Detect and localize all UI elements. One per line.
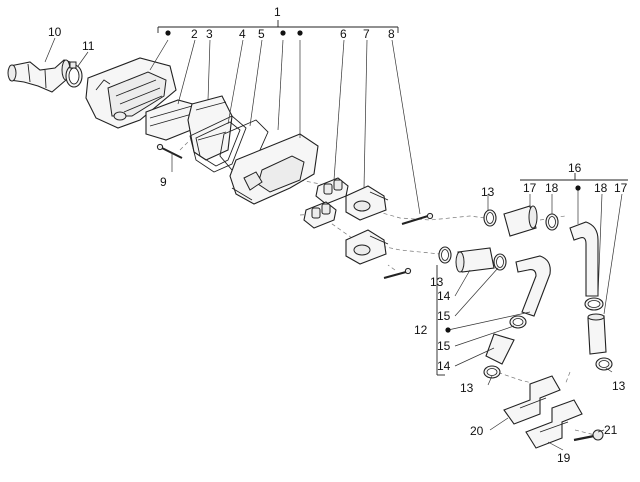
dot-16 — [575, 185, 581, 191]
dot-1c — [297, 30, 303, 36]
part-13-clamp-lower — [483, 365, 501, 379]
part-9-screw — [156, 143, 183, 159]
dot-12 — [445, 327, 451, 333]
part-8-screw-upper — [401, 212, 434, 225]
part-19-mounting-bracket — [525, 399, 583, 449]
part-17-sleeve-upper — [503, 205, 538, 237]
callout-10: 10 — [48, 25, 62, 39]
part-6-reed-valve-upper — [315, 177, 349, 205]
callout-14-upper: 14 — [437, 289, 451, 303]
part-10-intake-elbow — [7, 59, 71, 93]
callout-8: 8 — [388, 27, 395, 41]
callout-16: 16 — [568, 161, 582, 175]
callout-11: 11 — [82, 39, 95, 53]
curved-hose-middle — [515, 255, 551, 317]
callout-3: 3 — [206, 27, 213, 41]
part-15-clamp-upper — [493, 253, 507, 271]
part-11-hose-clamp — [65, 61, 83, 88]
callout-numbers: 1 2 3 4 5 6 7 8 9 10 11 12 13 13 13 13 1… — [48, 5, 628, 465]
part-14-sleeve-upper — [455, 247, 495, 273]
callout-17-left: 17 — [523, 181, 537, 195]
part-13-clamp-middle — [438, 246, 452, 264]
part-13-clamp-upper — [483, 209, 497, 227]
callout-6: 6 — [340, 27, 347, 41]
dot-1a — [165, 30, 171, 36]
callout-19: 19 — [557, 451, 571, 465]
bracket-group-12 — [436, 265, 445, 376]
part-13-clamp-right — [595, 357, 613, 371]
callout-5: 5 — [258, 27, 265, 41]
part-18-clamp-upper — [545, 213, 559, 231]
callout-13-middle: 13 — [430, 275, 444, 289]
part-18-clamp-right — [584, 297, 604, 311]
curved-hose-right — [569, 221, 599, 297]
callout-12: 12 — [414, 323, 428, 337]
callout-dots — [165, 30, 581, 333]
part-17-sleeve-right — [587, 313, 607, 355]
callout-20: 20 — [470, 424, 484, 438]
part-7-manifold-upper — [345, 185, 389, 221]
callout-13-lower: 13 — [460, 381, 474, 395]
callout-17-right: 17 — [614, 181, 628, 195]
air-box-housing — [85, 57, 177, 129]
part-21-bolt — [573, 429, 604, 442]
dot-1b — [280, 30, 286, 36]
callout-21: 21 — [604, 423, 618, 437]
callout-14-lower: 14 — [437, 359, 451, 373]
callout-18-right: 18 — [594, 181, 608, 195]
part-20-mounting-bracket — [503, 375, 561, 425]
callout-1: 1 — [274, 5, 281, 19]
part-4-gasket — [189, 115, 247, 173]
callout-4: 4 — [239, 27, 246, 41]
callout-7: 7 — [363, 27, 370, 41]
part-filter-cartridge — [187, 95, 233, 161]
part-8-screw-lower — [383, 267, 412, 279]
callout-15-upper: 15 — [437, 309, 451, 323]
callout-9: 9 — [160, 175, 167, 189]
part-7-manifold-lower — [345, 229, 389, 265]
leader-lines — [44, 37, 623, 451]
callout-13-right: 13 — [612, 379, 626, 393]
part-15-clamp-lower — [509, 315, 527, 329]
callout-2: 2 — [191, 27, 198, 41]
bracket-group-16 — [520, 173, 628, 181]
callout-18-left: 18 — [545, 181, 559, 195]
part-6-reed-valve-lower — [303, 201, 337, 229]
bracket-group-1 — [157, 20, 399, 33]
part-14-sleeve-lower — [485, 333, 515, 365]
callout-13-upper: 13 — [481, 185, 495, 199]
air-box-cover — [229, 133, 319, 205]
callout-15-lower: 15 — [437, 339, 451, 353]
